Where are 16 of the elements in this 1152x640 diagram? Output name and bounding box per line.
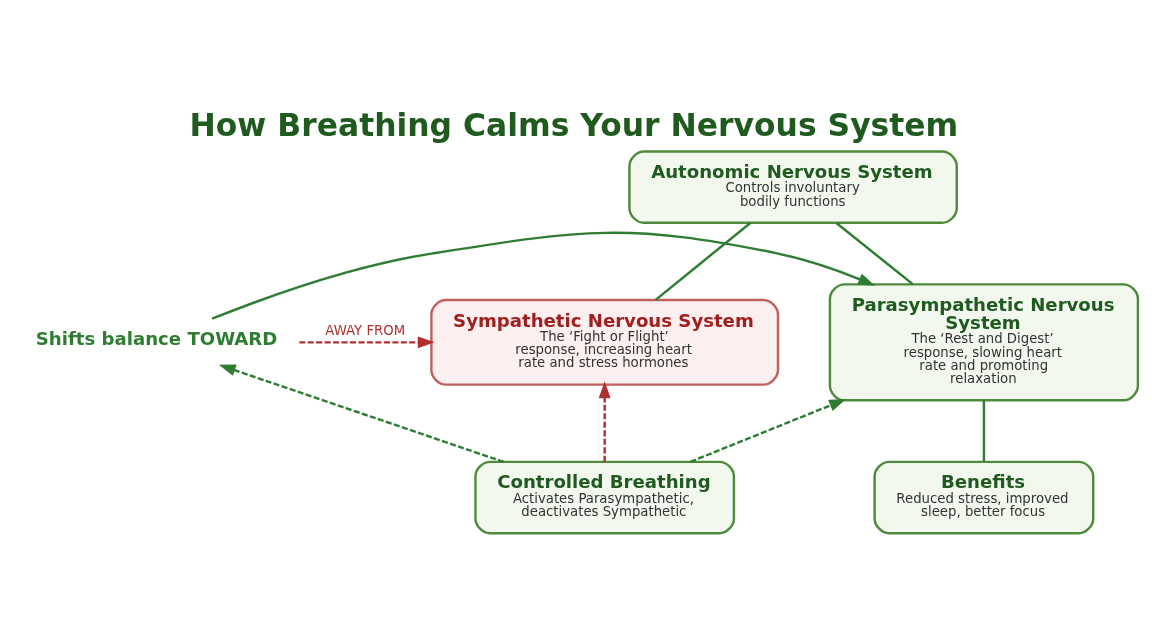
node-box: Controlled Breathing Activates Parasympathetic, deactivates Sympathetic [474, 460, 736, 535]
edge-label: AWAY FROM [325, 322, 406, 338]
connector [982, 400, 986, 462]
arrow [218, 364, 505, 464]
node-box: Parasympathetic Nervous System The ‘Rest and Digest’ response, slowing heart rate and promoting relaxation [828, 283, 1140, 402]
connector [835, 222, 914, 286]
arrow [299, 336, 435, 349]
diagram-title: How Breathing Calms Your Nervous System [189, 106, 959, 143]
arrow [598, 381, 611, 462]
arrow [689, 399, 847, 463]
node-box: Benefits Reduced stress, improved sleep, better focus [873, 460, 1095, 535]
connector [654, 222, 752, 301]
node-text: Shifts balance TOWARD [35, 328, 278, 350]
arrow [211, 231, 876, 320]
node-box: Autonomic Nervous System Controls involuntary bodily functions [628, 150, 958, 224]
node-box: Sympathetic Nervous System The ‘Fight or Flight’ response, increasing heart rate and stress hormones [430, 298, 780, 386]
